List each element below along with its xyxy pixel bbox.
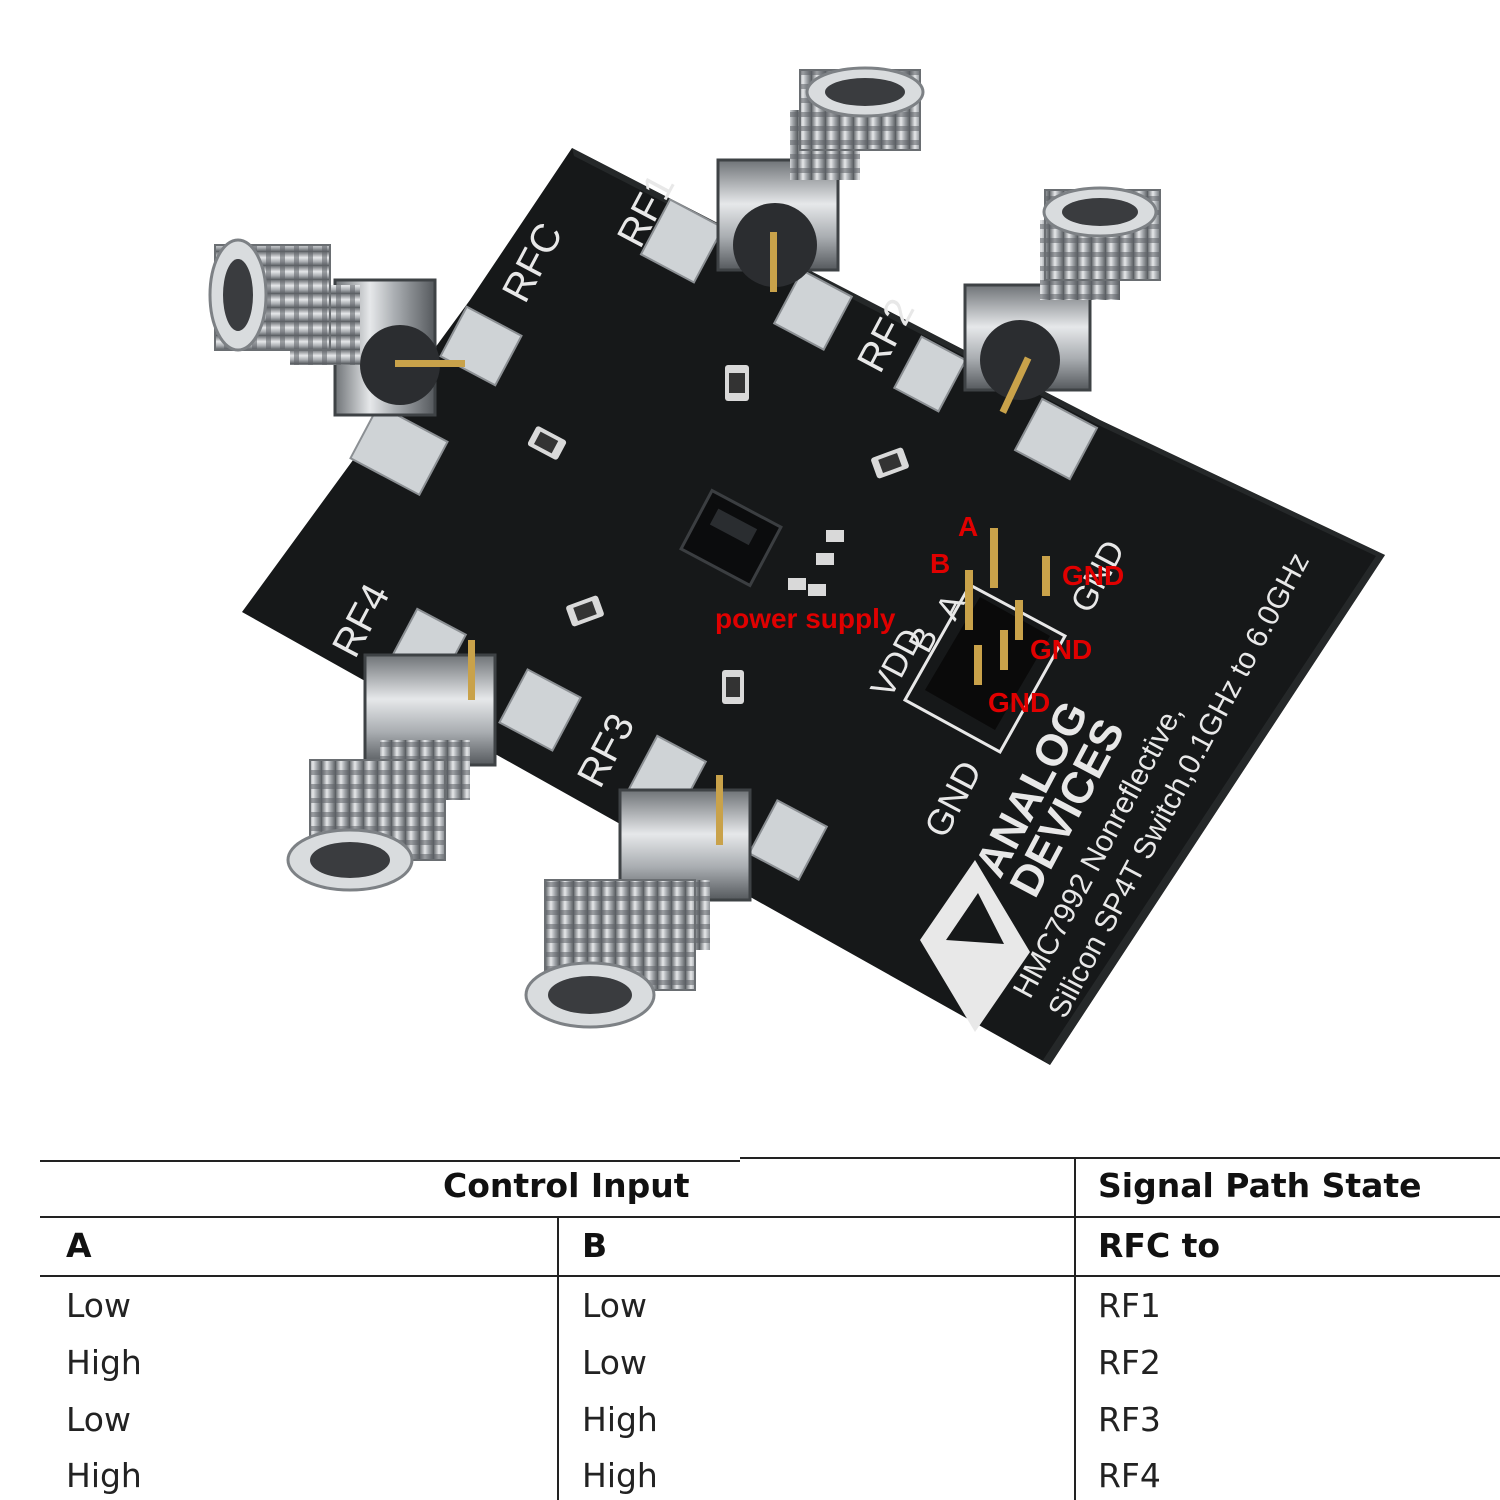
table-cell: Low bbox=[582, 1343, 647, 1382]
annotation-b: B bbox=[930, 548, 950, 579]
annotation-gnd-3: GND bbox=[988, 687, 1050, 718]
column-header-a: A bbox=[66, 1226, 92, 1265]
annotation-a: A bbox=[958, 511, 978, 542]
sma-connector-rfc bbox=[208, 238, 465, 417]
group-header-control: Control Input bbox=[443, 1166, 690, 1205]
annotation-gnd-1: GND bbox=[1062, 560, 1124, 591]
annotation-gnd-2: GND bbox=[1030, 634, 1092, 665]
truth-table: Control Input Signal Path State A B RFC … bbox=[0, 1150, 1500, 1500]
table-cell: Low bbox=[66, 1400, 131, 1439]
table-cell: RF3 bbox=[1098, 1400, 1161, 1439]
sma-connector-rf1 bbox=[716, 66, 925, 292]
column-header-b: B bbox=[582, 1226, 608, 1265]
table-cell: RF4 bbox=[1098, 1456, 1161, 1495]
table-cell: High bbox=[66, 1343, 142, 1382]
table-cell: Low bbox=[582, 1286, 647, 1325]
table-cell: Low bbox=[66, 1286, 131, 1325]
table-cell: High bbox=[582, 1456, 658, 1495]
sma-connector-rf2 bbox=[963, 186, 1161, 414]
table-cell: RF2 bbox=[1098, 1343, 1161, 1382]
pin-header bbox=[902, 528, 1068, 755]
solder-pads bbox=[349, 198, 1099, 881]
group-header-signal: Signal Path State bbox=[1098, 1166, 1422, 1205]
pcb-board bbox=[242, 148, 1385, 1065]
table-cell: RF1 bbox=[1098, 1286, 1161, 1325]
annotation-power-supply: power supply bbox=[715, 603, 896, 634]
sma-connector-rf3 bbox=[524, 775, 752, 1029]
sma-connector-rf4 bbox=[286, 640, 497, 892]
board-photo: RF1 RFC RF2 RF4 RF3 A B VDD GND GND ANAL… bbox=[208, 66, 1385, 1065]
table-cell: High bbox=[66, 1456, 142, 1495]
table-cell: High bbox=[582, 1400, 658, 1439]
smd-components bbox=[527, 365, 909, 704]
column-header-rfc-to: RFC to bbox=[1098, 1226, 1221, 1265]
